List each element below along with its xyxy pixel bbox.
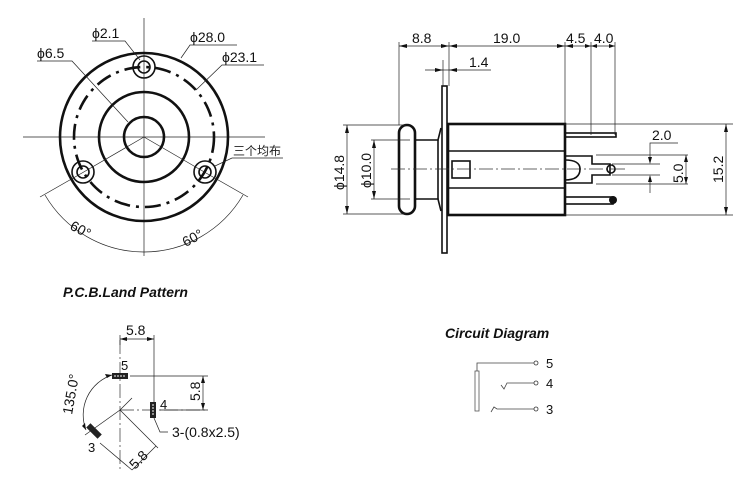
label-dim-flange: 1.4 (469, 54, 489, 70)
side-view: 8.8 19.0 4.5 4.0 1.4 ϕ14.8 ϕ10.0 15.2 5.… (331, 30, 733, 254)
label-dia-knob: ϕ14.8 (331, 155, 347, 190)
housing (446, 122, 567, 217)
pcb-pad-note: 3-(0.8x2.5) (172, 424, 240, 440)
pcb-dim-line-diag (131, 445, 157, 471)
label-dim-pin-spacing: 5.0 (670, 163, 686, 183)
label-angle-left: 60° (68, 217, 94, 241)
flange (441, 85, 448, 254)
ext-line-left (39, 172, 83, 198)
pcb-angle-arrows (82, 374, 112, 430)
circuit-diagram: Circuit Diagram 5 4 3 (445, 325, 553, 417)
label-dia-outer: ϕ28.0 (190, 29, 225, 45)
pcb-diagonal-stub (119, 397, 133, 411)
pcb-land-pattern: P.C.B.Land Pattern 5 4 3 5.8 5.8 5.8 13 (59, 284, 240, 472)
mount-hole-left (71, 160, 95, 184)
dim-arrows-top (399, 44, 615, 48)
pcb-angle-arc (82, 374, 113, 431)
circuit-wire-5 (476, 362, 534, 371)
center-hole (122, 115, 166, 159)
label-note: 三个均布 (233, 144, 281, 158)
pcb-pin-3: 3 (88, 440, 95, 455)
terminal-5 (533, 360, 539, 366)
label-dim-pin1: 4.5 (566, 30, 586, 46)
circuit-plunger (474, 370, 480, 412)
label-dim-pin2: 4.0 (594, 30, 614, 46)
circuit-title: Circuit Diagram (445, 325, 549, 341)
leader-center (37, 60, 129, 123)
dim-arrows-pin-width (648, 157, 652, 182)
shaft-top (415, 127, 442, 141)
pcb-dim-arrows-x (120, 337, 154, 341)
mount-hole-top (132, 55, 156, 79)
label-angle-right: 60° (179, 226, 205, 250)
dim-arrows-pin-spacing (684, 155, 688, 184)
pin-bottom (564, 196, 614, 205)
pin-middle (565, 155, 611, 184)
mount-hole-right (193, 160, 217, 184)
label-dim-pin-width: 2.0 (652, 127, 672, 143)
circuit-pin-5: 5 (546, 356, 553, 371)
pitch-circle (72, 65, 216, 209)
circuit-pin-4: 4 (546, 376, 553, 391)
body-circle (97, 90, 191, 184)
dim-arrows-flange (435, 68, 457, 72)
angle-arc (44, 194, 244, 253)
leader-hole (92, 40, 141, 61)
pcb-dim-arrows-y (201, 376, 205, 410)
pcb-ext-diag (99, 442, 133, 471)
circuit-pin-3: 3 (546, 402, 553, 417)
knob (397, 123, 417, 216)
pcb-diagonal-ext (119, 409, 159, 449)
pcb-pin-4: 4 (160, 397, 167, 412)
label-dia-center: ϕ6.5 (37, 45, 65, 61)
shaft-bottom (415, 198, 442, 212)
terminal-3 (533, 406, 539, 412)
pcb-label-dim-y: 5.8 (187, 381, 203, 401)
ext-line-right (205, 172, 249, 198)
terminal-4 (533, 380, 539, 386)
front-view: ϕ2.1 ϕ28.0 ϕ6.5 ϕ23.1 三个均布 60° 60° (23, 18, 283, 256)
circuit-wire-4 (500, 382, 534, 390)
pcb-title: P.C.B.Land Pattern (63, 284, 188, 300)
leader-pitch (195, 64, 264, 91)
leader-pin-width (649, 142, 678, 160)
leader-outer (180, 44, 237, 59)
housing-slot (451, 160, 471, 179)
label-dia-pitch: ϕ23.1 (222, 49, 257, 65)
pin-middle-tip (606, 164, 616, 174)
leader-note (214, 157, 283, 167)
pcb-label-dim-x: 5.8 (126, 322, 146, 338)
pin-top (564, 132, 617, 138)
label-dim-height: 15.2 (710, 156, 726, 183)
label-dim-front: 8.8 (412, 30, 432, 46)
outer-flange-circle (58, 51, 230, 223)
label-dia-hole: ϕ2.1 (92, 25, 120, 41)
label-dia-shaft: ϕ10.0 (358, 153, 374, 188)
pcb-pin-5: 5 (121, 358, 128, 373)
pin-middle-loop (564, 159, 581, 181)
pcb-label-angle: 135.0° (59, 373, 82, 416)
pcb-leader-pad-note (153, 417, 168, 433)
pad-3 (86, 423, 102, 439)
circuit-wire-3 (490, 406, 534, 413)
label-dim-body: 19.0 (493, 30, 520, 46)
pin-bottom-tip (609, 196, 617, 204)
